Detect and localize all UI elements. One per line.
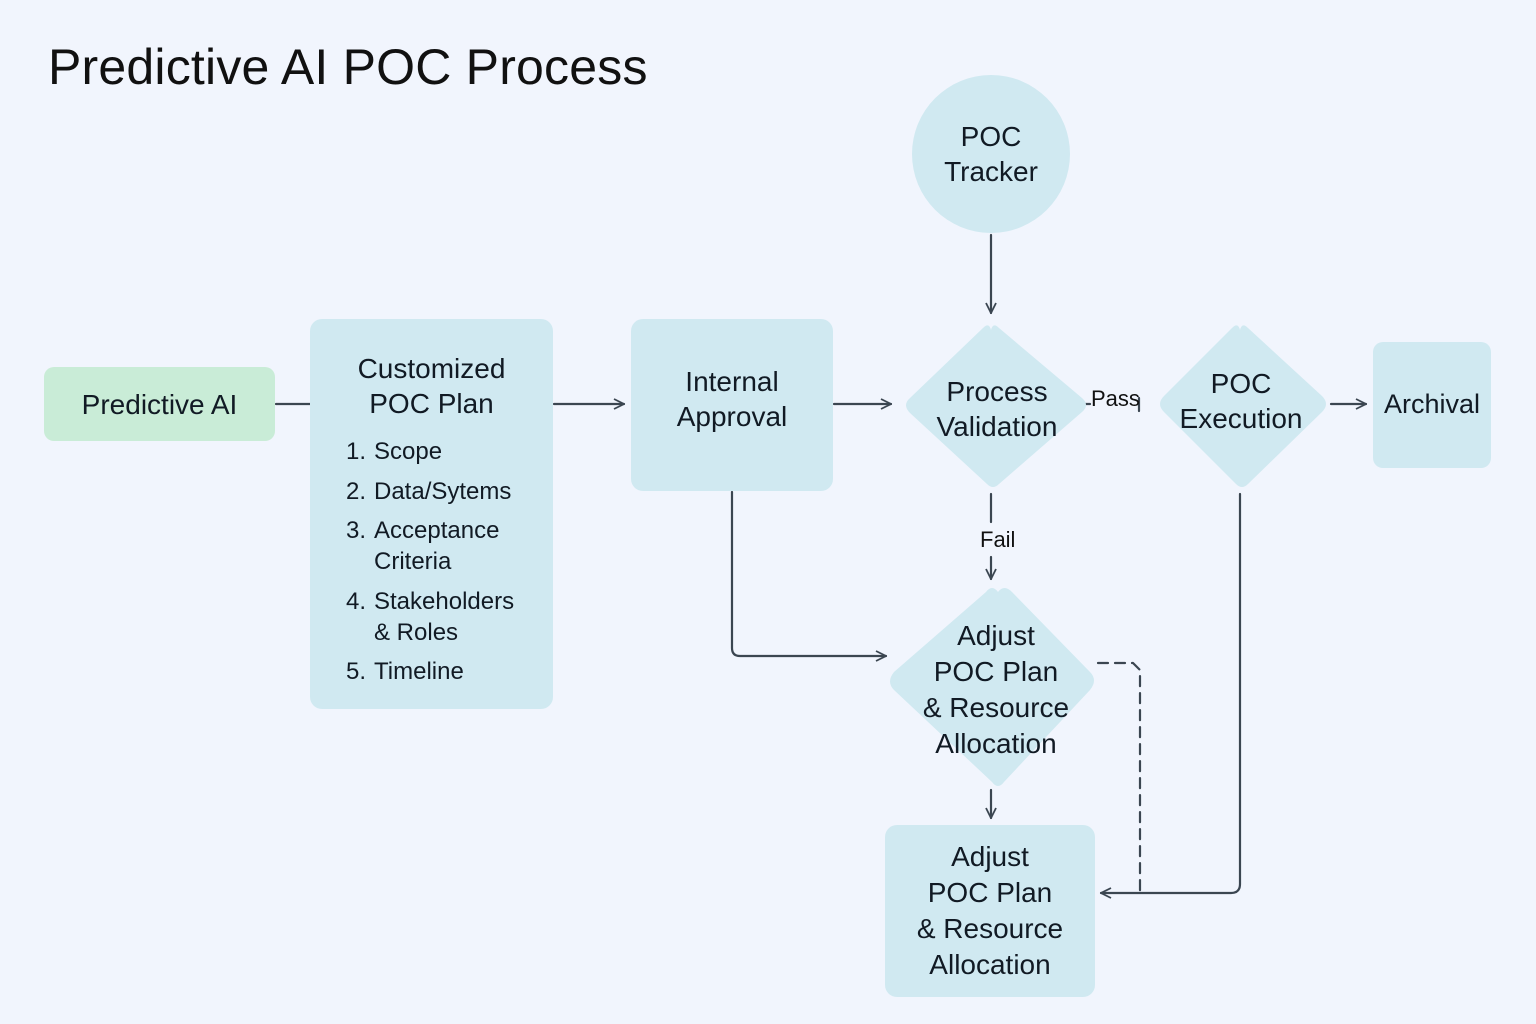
node-label: Predictive AI [81, 388, 238, 420]
poc-tracker-node[interactable]: POC Tracker [912, 75, 1070, 233]
fail-label: Fail [980, 527, 1016, 552]
list-item-text: Stakeholders & Roles [374, 587, 515, 646]
pass-label: Pass [1091, 386, 1140, 411]
predictive-ai-node[interactable]: Predictive AI [44, 367, 275, 441]
list-item-text: Acceptance Criteria [374, 517, 500, 576]
node-label: POC Plan [927, 876, 1053, 908]
list-item-number: 3. [346, 517, 367, 545]
list-item-number: 2. [346, 477, 367, 505]
node-label: Validation [936, 411, 1058, 442]
node-label: Tracker [944, 156, 1038, 187]
list-item-text: Timeline [374, 658, 464, 686]
internal-approval-node[interactable]: Internal Approval [631, 319, 833, 491]
node-label: POC [1210, 368, 1272, 399]
node-label: Allocation [929, 949, 1051, 981]
page-title: Predictive AI POC Process [48, 39, 648, 95]
customized-poc-plan-node[interactable]: Customized POC Plan 1. Scope 2.Data/Sytem… [310, 319, 553, 709]
node-label: & Resource [922, 692, 1070, 724]
node-label: POC [960, 121, 1022, 152]
node-label: Archival [1383, 389, 1481, 420]
adjust-plan-box-node[interactable]: Adjust POC Plan & Resource Allocation [885, 825, 1095, 997]
node-label: POC Plan [933, 656, 1059, 688]
edge-approval-to-adjust [730, 490, 888, 656]
process-validation-label[interactable]: Process Validation [918, 374, 1076, 444]
list-item: 3.Acceptance Criteria [346, 516, 534, 577]
list-item: 4.Stakeholders & Roles [346, 587, 534, 648]
node-label: Approval [676, 401, 788, 432]
poc-execution-diamond [1160, 325, 1326, 487]
list-item: 5.Timeline [346, 657, 534, 688]
process-validation-diamond [906, 325, 1086, 487]
node-label: Internal [685, 366, 779, 397]
edge-execution-loop [1099, 492, 1242, 893]
list-item: 1. Scope [346, 437, 534, 468]
node-label: Allocation [935, 728, 1057, 760]
node-label: Process [946, 376, 1048, 407]
node-label: Customized [357, 353, 506, 384]
list-item-number: 1. [346, 438, 367, 465]
node-label: Adjust [957, 620, 1035, 651]
adjust-plan-diamond-label[interactable]: Adjust POC Plan & Resource Allocation [912, 618, 1080, 762]
list-item-text: Data/Sytems [374, 477, 512, 505]
node-label: & Resource [916, 913, 1064, 944]
plan-items-list: 1. Scope 2.Data/Sytems 3.Acceptance Crite… [310, 437, 534, 697]
poc-execution-label[interactable]: POC Execution [1166, 366, 1316, 436]
list-item-number: 4. [346, 587, 367, 615]
list-item-number: 5. [346, 658, 367, 686]
node-label: Adjust [951, 840, 1029, 872]
list-item: 2.Data/Sytems [346, 477, 534, 508]
node-label: Execution [1179, 403, 1303, 434]
list-item-text: Scope [374, 438, 443, 465]
adjust-diamond [890, 588, 1094, 786]
archival-node[interactable]: Archival [1373, 342, 1491, 468]
node-label: POC Plan [369, 388, 494, 419]
edge-adjust-dashed [1096, 661, 1142, 895]
